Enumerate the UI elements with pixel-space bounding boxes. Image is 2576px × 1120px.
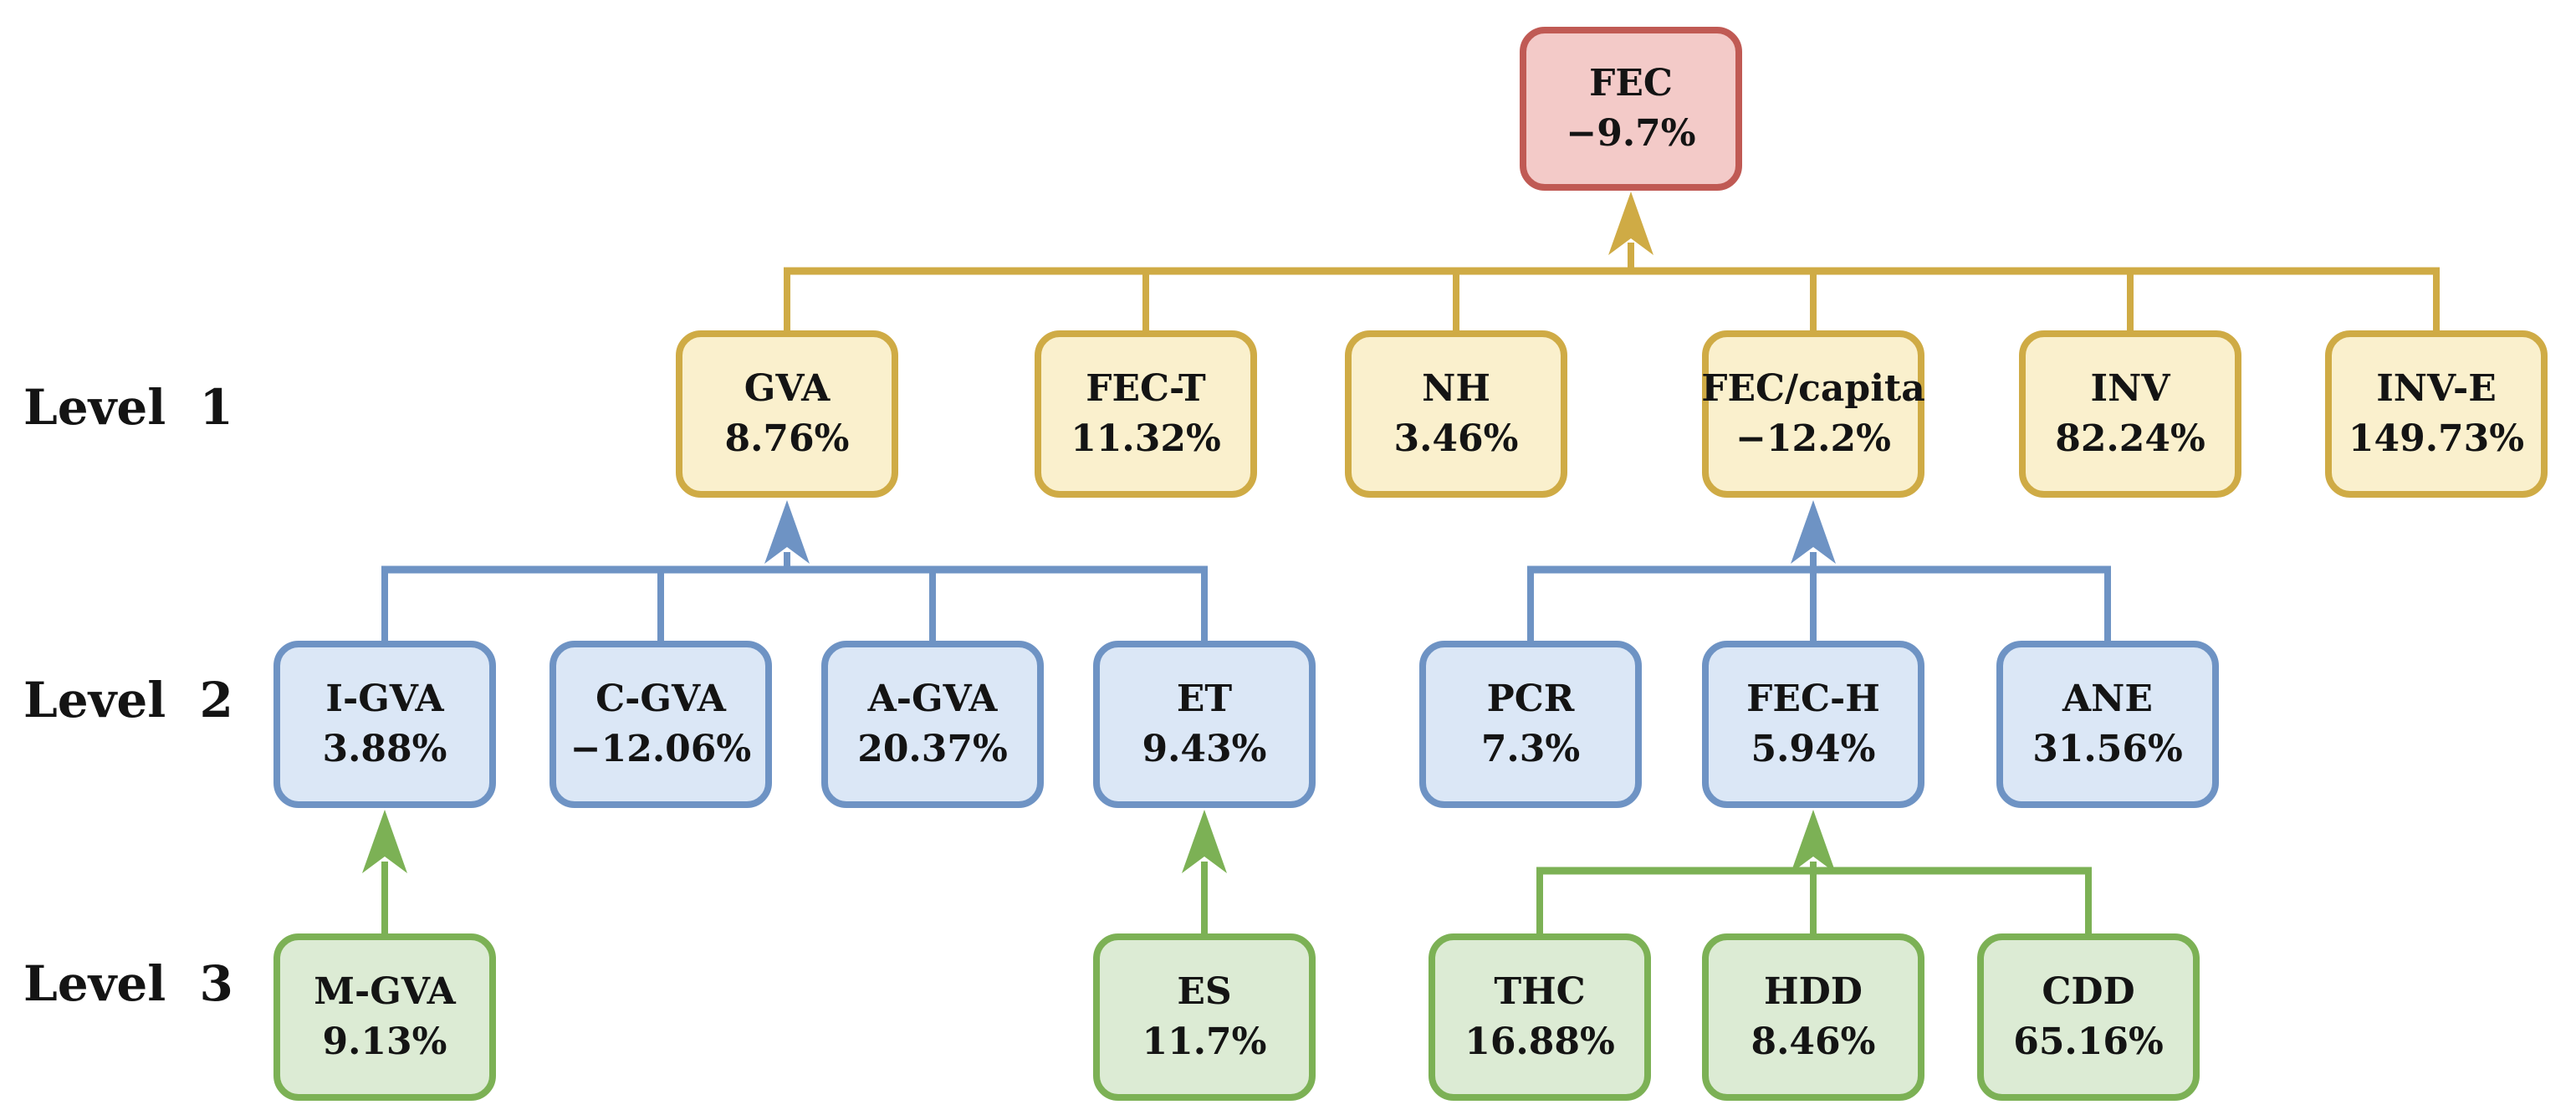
- node-inv: INV 82.24%: [2019, 330, 2241, 498]
- level-3-label: Level 3: [23, 955, 233, 1012]
- node-inv-e: INV-E 149.73%: [2325, 330, 2548, 498]
- arrowhead-to-fec-h-icon: [1791, 810, 1836, 873]
- node-et-label: ET: [1176, 678, 1233, 720]
- node-fec-t-label: FEC-T: [1086, 367, 1206, 410]
- node-inv-label: INV: [2090, 367, 2170, 410]
- arrowhead-to-et-icon: [1182, 810, 1227, 873]
- node-nh-value: 3.46%: [1393, 417, 1519, 460]
- level-2-label: Level 2: [23, 672, 233, 729]
- node-fec-capita-value: −12.2%: [1735, 417, 1891, 460]
- node-cdd-value: 65.16%: [2013, 1020, 2164, 1063]
- node-m-gva-value: 9.13%: [322, 1020, 447, 1063]
- arrowhead-to-fec-capita-icon: [1791, 500, 1836, 564]
- node-fec: FEC −9.7%: [1520, 27, 1742, 191]
- node-pcr-label: PCR: [1486, 678, 1575, 720]
- node-fec-h: FEC-H 5.94%: [1702, 641, 1924, 808]
- node-m-gva-label: M-GVA: [314, 970, 456, 1013]
- node-thc: THC 16.88%: [1429, 933, 1651, 1101]
- node-gva-value: 8.76%: [724, 417, 850, 460]
- node-i-gva: I-GVA 3.88%: [273, 641, 496, 808]
- node-thc-label: THC: [1494, 970, 1586, 1013]
- node-fec-capita-label: FEC/capita: [1701, 367, 1925, 410]
- node-gva-label: GVA: [744, 367, 831, 410]
- node-a-gva-label: A-GVA: [867, 678, 998, 720]
- node-a-gva-value: 20.37%: [857, 728, 1008, 770]
- node-fec-h-label: FEC-H: [1746, 678, 1880, 720]
- node-inv-value: 82.24%: [2055, 417, 2205, 460]
- node-m-gva: M-GVA 9.13%: [273, 933, 496, 1101]
- node-nh: NH 3.46%: [1345, 330, 1567, 498]
- node-pcr: PCR 7.3%: [1419, 641, 1642, 808]
- node-es-label: ES: [1177, 970, 1232, 1013]
- arrowhead-to-gva-icon: [764, 500, 810, 564]
- node-i-gva-value: 3.88%: [322, 728, 447, 770]
- arrowhead-to-fec-icon: [1608, 192, 1653, 255]
- node-hdd-value: 8.46%: [1751, 1020, 1876, 1063]
- node-hdd-label: HDD: [1764, 970, 1863, 1013]
- node-et-value: 9.43%: [1142, 728, 1267, 770]
- node-c-gva-label: C-GVA: [595, 678, 726, 720]
- node-fec-label: FEC: [1589, 62, 1673, 105]
- level-1-label: Level 1: [23, 379, 233, 436]
- node-fec-t: FEC-T 11.32%: [1035, 330, 1257, 498]
- node-nh-label: NH: [1422, 367, 1490, 410]
- node-ane-value: 31.56%: [2032, 728, 2183, 770]
- node-inv-e-label: INV-E: [2376, 367, 2497, 410]
- node-fec-t-value: 11.32%: [1071, 417, 1221, 460]
- node-ane: ANE 31.56%: [1996, 641, 2219, 808]
- node-c-gva: C-GVA −12.06%: [549, 641, 772, 808]
- node-fec-h-value: 5.94%: [1751, 728, 1876, 770]
- node-hdd: HDD 8.46%: [1702, 933, 1924, 1101]
- arrowhead-to-i-gva-icon: [362, 810, 407, 873]
- node-i-gva-label: I-GVA: [325, 678, 444, 720]
- node-a-gva: A-GVA 20.37%: [821, 641, 1044, 808]
- node-cdd-label: CDD: [2042, 970, 2135, 1013]
- node-et: ET 9.43%: [1093, 641, 1316, 808]
- node-cdd: CDD 65.16%: [1977, 933, 2200, 1101]
- node-fec-value: −9.7%: [1566, 112, 1696, 155]
- node-thc-value: 16.88%: [1464, 1020, 1615, 1063]
- node-es: ES 11.7%: [1093, 933, 1316, 1101]
- node-pcr-value: 7.3%: [1480, 728, 1581, 770]
- node-inv-e-value: 149.73%: [2348, 417, 2525, 460]
- node-fec-capita: FEC/capita −12.2%: [1701, 330, 1925, 498]
- node-es-value: 11.7%: [1142, 1020, 1267, 1063]
- node-ane-label: ANE: [2062, 678, 2153, 720]
- node-gva: GVA 8.76%: [676, 330, 898, 498]
- node-c-gva-value: −12.06%: [570, 728, 752, 770]
